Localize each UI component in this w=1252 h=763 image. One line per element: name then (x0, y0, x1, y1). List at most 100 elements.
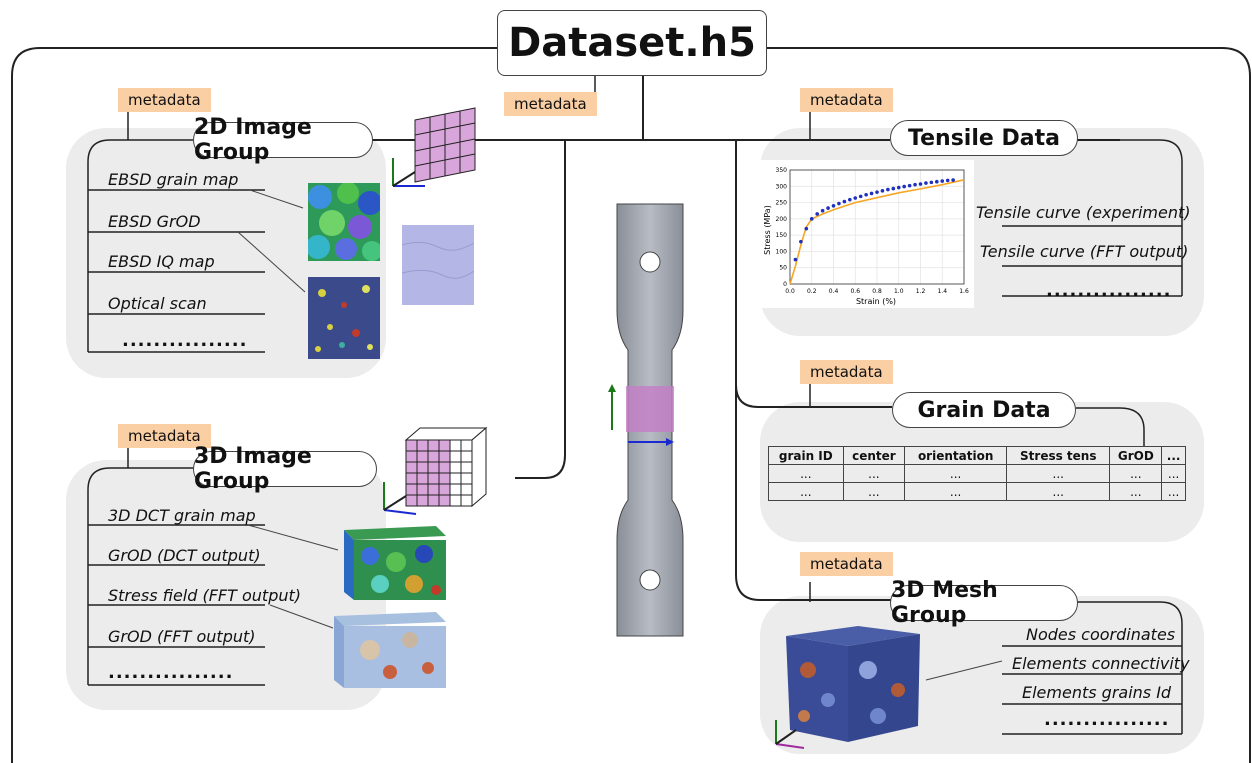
data-point (924, 181, 928, 185)
label-tensile-data[interactable]: Tensile Data (890, 120, 1078, 156)
dataset-title[interactable]: Dataset.h5 (497, 10, 767, 76)
root-metadata[interactable]: metadata (504, 92, 597, 116)
table-cell: ... (1006, 464, 1111, 483)
y-tick-label: 300 (776, 183, 788, 190)
y-tick-label: 200 (776, 216, 788, 223)
x-tick-label: 0.2 (807, 288, 817, 295)
table-cell: ... (904, 464, 1008, 483)
table-row: ... ... ... ... ... ... (768, 482, 1186, 501)
grain-col-header: center (842, 446, 906, 465)
item-tensile-curve-experiment[interactable]: Tensile curve (experiment) (976, 203, 1191, 222)
x-tick-label: 1.2 (916, 288, 926, 295)
items-ellipsis-mesh: ................ (1044, 709, 1170, 730)
grain-table-header: grain ID center orientation Stress tens … (768, 446, 1186, 465)
label-grain-data[interactable]: Grain Data (892, 392, 1076, 428)
mesh-cube-image (775, 626, 920, 749)
grain-col-header: grain ID (768, 446, 844, 465)
x-tick-label: 1.6 (959, 288, 969, 295)
x-tick-label: 0.6 (850, 288, 860, 295)
item-stress-field-fft-output[interactable]: Stress field (FFT output) (108, 586, 301, 605)
item-optical-scan[interactable]: Optical scan (108, 294, 207, 313)
data-point (831, 204, 836, 208)
data-point (902, 184, 906, 189)
chart-x-axis-label: Strain (%) (856, 297, 896, 306)
grain-col-header: GrOD (1109, 446, 1163, 465)
metadata-mesh[interactable]: metadata (800, 552, 893, 576)
data-point (940, 179, 945, 183)
data-point (869, 191, 874, 196)
3d-grid-cube-icon (383, 426, 488, 515)
y-tick-label: 50 (779, 265, 787, 272)
data-point (935, 179, 939, 184)
item-elements-grains-id[interactable]: Elements grains Id (1022, 683, 1172, 702)
y-tick-label: 350 (776, 167, 788, 174)
table-cell: ... (842, 464, 906, 483)
table-cell: ... (1161, 482, 1186, 501)
item-ebsd-iq-map[interactable]: EBSD IQ map (108, 252, 215, 271)
item-ebsd-grod[interactable]: EBSD GrOD (108, 212, 201, 231)
table-cell: ... (1109, 464, 1163, 483)
data-point (951, 178, 955, 182)
metadata-2d[interactable]: metadata (118, 88, 211, 112)
y-tick-label: 100 (776, 248, 788, 255)
item-tensile-curve-fft-output[interactable]: Tensile curve (FFT output) (980, 242, 1189, 261)
table-cell: ... (842, 482, 906, 501)
data-point (826, 206, 830, 210)
data-point (896, 185, 901, 190)
x-tick-label: 1.4 (937, 288, 947, 295)
data-point (864, 192, 868, 197)
item-3d-dct-grain-map[interactable]: 3D DCT grain map (108, 506, 256, 525)
tensile-specimen (608, 203, 684, 637)
metadata-tensile[interactable]: metadata (800, 88, 893, 112)
x-tick-label: 0.0 (785, 288, 795, 295)
chart-y-axis-label: Stress (MPa) (763, 205, 772, 255)
grain-col-header: ... (1161, 446, 1186, 465)
x-tick-label: 1.0 (894, 288, 904, 295)
y-tick-label: 250 (776, 200, 788, 207)
items-ellipsis-2d: ................ (122, 330, 248, 351)
ebsd-grod-image (308, 277, 380, 359)
item-grod-fft-output[interactable]: GrOD (FFT output) (108, 627, 256, 646)
item-elements-connectivity[interactable]: Elements connectivity (1012, 654, 1190, 673)
item-grod-dct-output[interactable]: GrOD (DCT output) (108, 546, 261, 565)
table-cell: ... (768, 464, 844, 483)
label-3d-mesh-group[interactable]: 3D Mesh Group (890, 578, 1078, 628)
data-point (799, 239, 803, 244)
table-cell: ... (768, 482, 844, 501)
data-point (945, 178, 950, 183)
label-3d-image-group[interactable]: 3D Image Group (193, 444, 377, 494)
ebsd-grain-map-image (308, 183, 380, 261)
table-row: ... ... ... ... ... ... (768, 464, 1186, 483)
data-point (875, 190, 879, 194)
data-point (907, 183, 912, 188)
y-tick-label: 150 (776, 232, 788, 239)
data-point (815, 212, 819, 216)
data-point (858, 194, 863, 199)
data-point (853, 196, 858, 200)
data-point (913, 182, 917, 187)
label-2d-image-group[interactable]: 2D Image Group (193, 115, 373, 165)
data-point (842, 199, 847, 204)
metadata-grain[interactable]: metadata (800, 360, 893, 384)
data-point (918, 182, 923, 186)
data-point (804, 226, 809, 231)
data-point (793, 257, 798, 262)
data-point (809, 217, 814, 221)
data-point (848, 197, 852, 202)
data-point (891, 186, 896, 191)
data-point (929, 180, 934, 185)
grain-table: grain ID center orientation Stress tens … (768, 446, 1186, 501)
data-point (837, 201, 841, 206)
grain-col-header: Stress tens (1006, 446, 1111, 465)
data-point (880, 189, 885, 193)
data-point (820, 208, 825, 213)
stress-field-cube (334, 612, 446, 688)
items-ellipsis-tensile: ................ (1046, 280, 1172, 301)
grain-col-header: orientation (904, 446, 1008, 465)
table-cell: ... (904, 482, 1008, 501)
optical-scan-image (402, 225, 474, 305)
x-tick-label: 0.4 (829, 288, 839, 295)
y-tick-label: 0 (783, 281, 787, 288)
item-ebsd-grain-map[interactable]: EBSD grain map (108, 170, 239, 189)
